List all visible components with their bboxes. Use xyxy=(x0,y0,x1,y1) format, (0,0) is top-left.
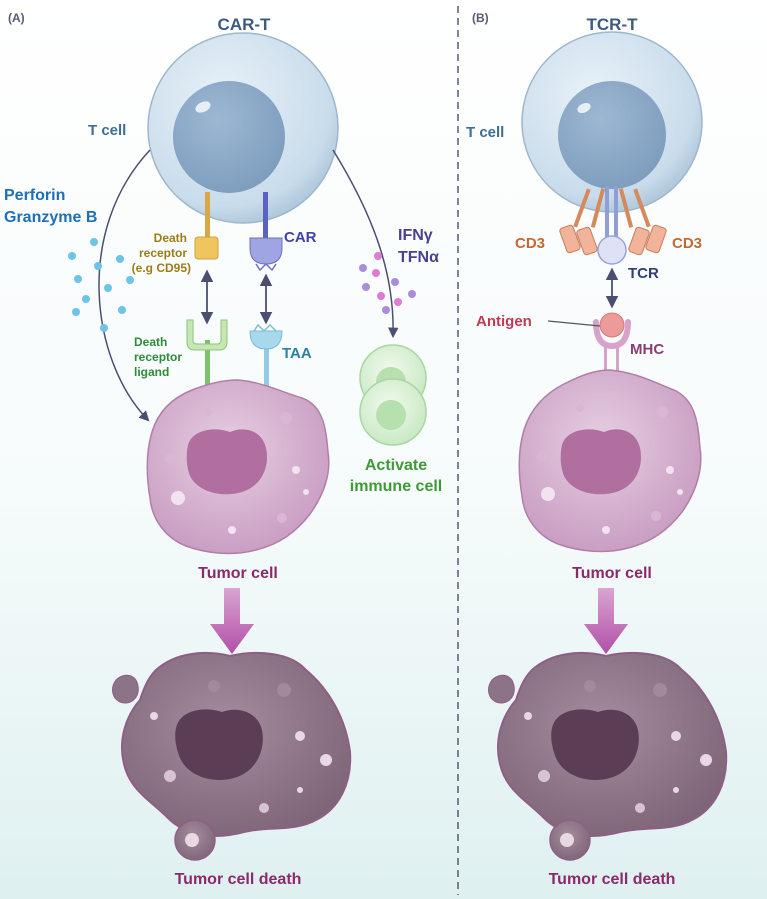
panel-b-tag: (B) xyxy=(472,11,489,25)
death-receptor-label-3: (e.g CD95) xyxy=(132,261,191,275)
tumor-cell-b xyxy=(518,369,702,553)
activate-label-1: Activate xyxy=(365,457,427,474)
tumor-death-label-b: Tumor cell death xyxy=(549,871,676,888)
taa-label: TAA xyxy=(282,345,312,362)
immune-cells xyxy=(359,344,427,446)
cytokine-tnfa: TFNα xyxy=(398,249,439,266)
cd3-left xyxy=(559,188,606,256)
tcr-label: TCR xyxy=(628,265,659,282)
panel-a: (A) CAR-T T cell Perforin Granzyme B Dea… xyxy=(4,11,442,888)
death-receptor-ligand xyxy=(186,319,228,403)
panel-b-title: TCR-T xyxy=(587,15,639,34)
tcr-receptor xyxy=(597,186,627,265)
tumor-cell-label-a: Tumor cell xyxy=(198,565,278,582)
tumor-death-label-a: Tumor cell death xyxy=(175,871,302,888)
t-cell-a xyxy=(147,32,339,224)
activate-label-2: immune cell xyxy=(350,478,442,495)
t-cell-label-b: T cell xyxy=(466,124,504,141)
death-receptor-label-2: receptor xyxy=(139,246,187,260)
arrow-to-tumor xyxy=(98,149,151,422)
car-label: CAR xyxy=(284,229,317,246)
t-cell-label-a: T cell xyxy=(88,122,126,139)
death-receptor-label-1: Death xyxy=(154,231,187,245)
cytokine-granules xyxy=(359,252,416,314)
granzyme-label: Granzyme B xyxy=(4,209,97,226)
mhc-label: MHC xyxy=(630,341,664,358)
dead-tumor-b xyxy=(488,651,728,861)
cd3-label-left: CD3 xyxy=(515,235,545,252)
tumor-cell-a xyxy=(146,379,330,555)
arrow-to-immune xyxy=(332,149,399,339)
perforin-granules xyxy=(68,238,134,332)
panel-a-title: CAR-T xyxy=(218,15,271,34)
cd3-right xyxy=(618,188,667,256)
death-ligand-label-3: ligand xyxy=(134,365,169,379)
panel-b: (B) TCR-T T cell CD3 CD3 xyxy=(466,11,728,888)
panel-a-tag: (A) xyxy=(8,11,25,25)
dead-tumor-a xyxy=(112,651,352,861)
death-ligand-label-2: receptor xyxy=(134,350,182,364)
taa-antigen xyxy=(249,323,283,401)
cd3-label-right: CD3 xyxy=(672,235,702,252)
transition-arrow-b xyxy=(584,588,628,654)
antigen-peptide xyxy=(599,312,625,338)
car-receptor xyxy=(249,192,283,272)
t-cell-b xyxy=(521,31,703,213)
perforin-label: Perforin xyxy=(4,187,65,204)
death-ligand-label-1: Death xyxy=(134,335,167,349)
cytokine-ifng: IFNγ xyxy=(398,227,433,244)
antigen-pointer xyxy=(547,320,601,327)
transition-arrow-a xyxy=(210,588,254,654)
antigen-label: Antigen xyxy=(476,313,532,330)
tumor-cell-label-b: Tumor cell xyxy=(572,565,652,582)
death-receptor xyxy=(194,192,219,260)
